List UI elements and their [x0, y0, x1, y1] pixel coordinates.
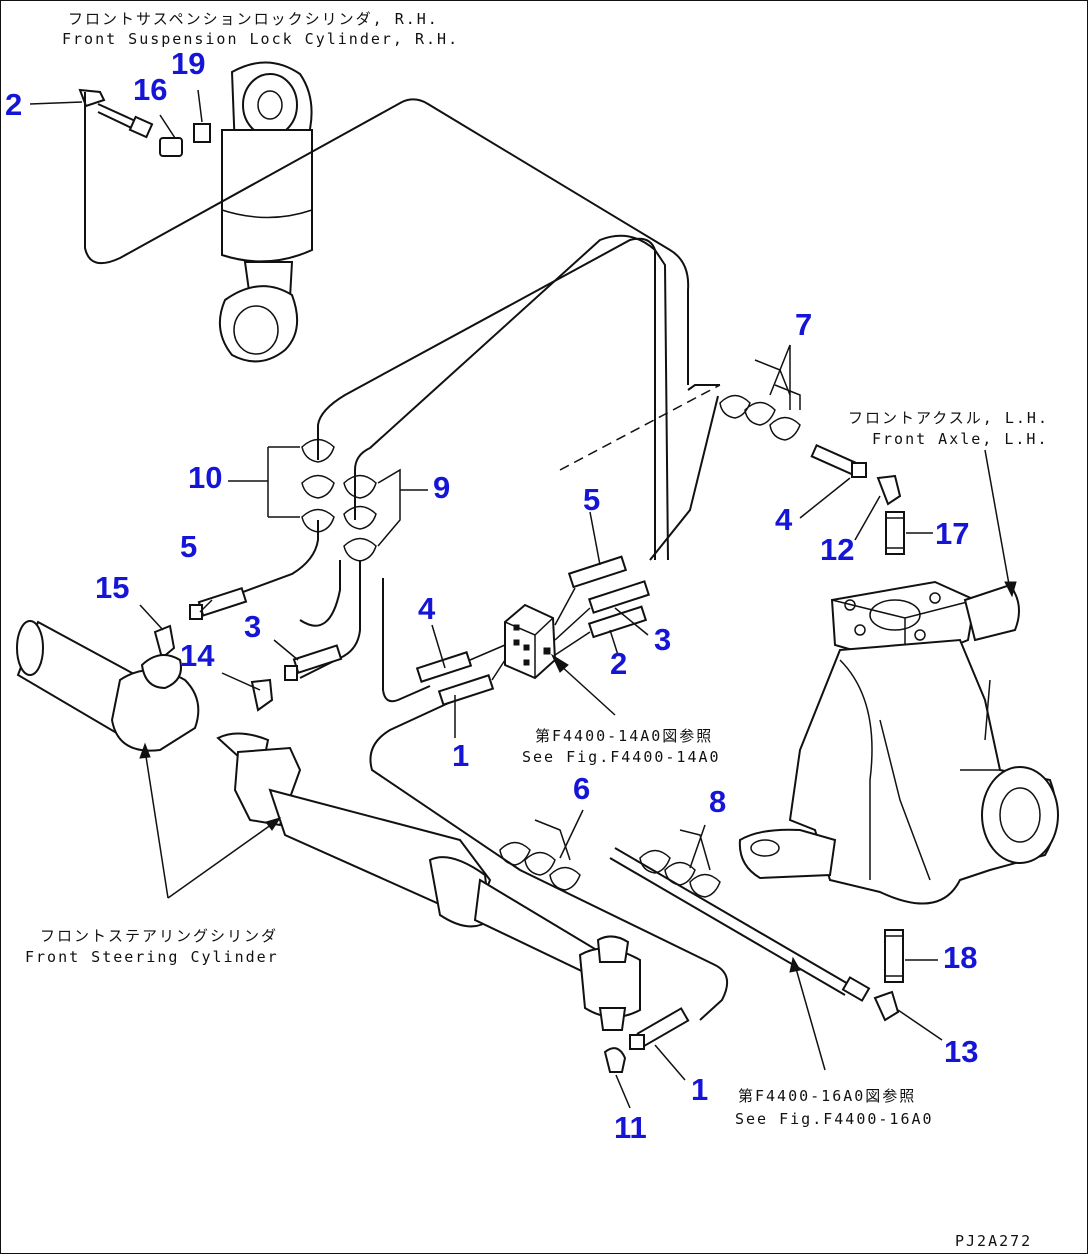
- callout-2a: 2: [5, 87, 23, 122]
- reference-1-label-en: See Fig.F4400-14A0: [522, 748, 721, 766]
- callout-18: 18: [943, 940, 978, 975]
- reference-1-label-jp: 第F4400-14A0図参照: [535, 727, 714, 745]
- leader-lines: [29, 89, 943, 1109]
- callout-5b: 5: [583, 482, 601, 517]
- callout-6: 6: [573, 771, 591, 806]
- reference-2-label-en: See Fig.F4400-16A0: [735, 1110, 934, 1128]
- suspension-cylinder-label-jp: フロントサスペンションロックシリンダ, R.H.: [68, 10, 439, 28]
- clamp-group-7: [719, 359, 801, 441]
- callout-arrows: [139, 449, 1017, 1071]
- callout-3a: 3: [244, 609, 262, 644]
- callout-4b: 4: [775, 502, 793, 537]
- clamp-group-9: [343, 468, 428, 562]
- callout-3b: 3: [654, 622, 672, 657]
- clamp-group-6: [499, 819, 581, 891]
- clamp-group-10: [228, 438, 335, 533]
- callout-19: 19: [171, 46, 206, 81]
- drawing-number: PJ2A272: [955, 1232, 1033, 1250]
- callout-1b: 1: [691, 1072, 709, 1107]
- callout-11: 11: [614, 1110, 647, 1145]
- reference-2-label-jp: 第F4400-16A0図参照: [738, 1087, 917, 1105]
- steering-cylinder: [16, 620, 641, 1031]
- steering-cylinder-label-en: Front Steering Cylinder: [25, 948, 279, 966]
- axle-knuckle: [738, 580, 1059, 905]
- suspension-cylinder: [218, 61, 313, 363]
- callout-10: 10: [188, 460, 223, 495]
- axle-label-jp: フロントアクスル, L.H.: [848, 409, 1049, 427]
- callout-17: 17: [935, 516, 970, 551]
- steering-cylinder-label-jp: フロントステアリングシリンダ: [40, 927, 279, 945]
- callout-8: 8: [709, 784, 727, 819]
- callout-2b: 2: [610, 646, 628, 681]
- callout-15: 15: [95, 570, 130, 605]
- valve-block: [504, 603, 569, 680]
- callout-9: 9: [433, 470, 451, 505]
- callout-7: 7: [795, 307, 813, 342]
- callout-12: 12: [820, 532, 855, 567]
- suspension-cylinder-label-en: Front Suspension Lock Cylinder, R.H.: [62, 30, 460, 48]
- callout-5a: 5: [180, 529, 198, 564]
- callout-14: 14: [180, 638, 215, 673]
- callout-13: 13: [944, 1034, 979, 1069]
- callout-1a: 1: [452, 738, 470, 773]
- axle-label-en: Front Axle, L.H.: [872, 430, 1049, 448]
- callout-16: 16: [133, 72, 168, 107]
- callout-4a: 4: [418, 591, 436, 626]
